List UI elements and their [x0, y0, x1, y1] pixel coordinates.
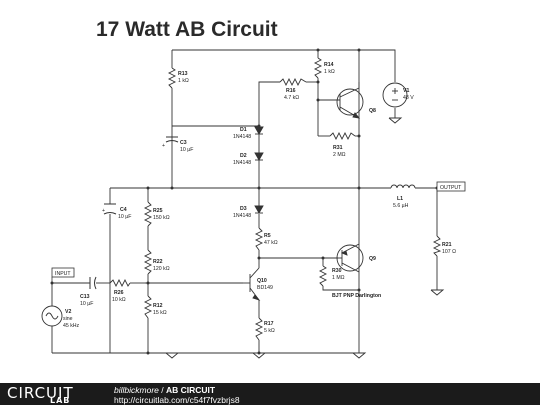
- c3-value: 10 µF: [180, 147, 193, 153]
- v2-freq: 45 kHz: [63, 323, 80, 329]
- r26-value: 10 kΩ: [112, 297, 126, 303]
- c13-value: 10 µF: [80, 301, 93, 307]
- d2-name: D2: [240, 153, 247, 159]
- v2-name: V2: [65, 309, 71, 315]
- c4-plus: +: [102, 208, 105, 214]
- c4-value: 10 µF: [118, 214, 131, 220]
- resistor-r21: [432, 235, 442, 257]
- d3-name: D3: [240, 206, 247, 212]
- r26-name: R26: [114, 290, 124, 296]
- c13-name: C13: [80, 294, 90, 300]
- output-tag-label: OUTPUT: [440, 185, 462, 191]
- capacitor-c3: [165, 136, 179, 143]
- c3-name: C3: [180, 140, 187, 146]
- resistor-r30: [318, 265, 328, 287]
- diode-d1: [254, 126, 264, 135]
- v1-name: V1: [403, 88, 409, 94]
- transistor-q10: [243, 267, 261, 312]
- resistor-r13: [167, 67, 177, 89]
- r22-value: 120 kΩ: [153, 266, 170, 272]
- r31-name: R31: [333, 145, 343, 151]
- footer-url[interactable]: http://circuitlab.com/c54f7fvzbrjs8: [114, 395, 240, 405]
- v1-value: 48 V: [403, 95, 414, 101]
- resistor-r26: [109, 278, 131, 288]
- r13-name: R13: [178, 71, 188, 77]
- wires: [51, 49, 438, 354]
- component-labels: R13 1 kΩ R14 1 kΩ R16 4.7 kΩ Q8 R31 2 MΩ…: [63, 62, 456, 334]
- r17-name: R17: [264, 321, 274, 327]
- r22-name: R22: [153, 259, 163, 265]
- r5-value: 47 kΩ: [264, 240, 278, 246]
- r17-value: 5 kΩ: [264, 328, 275, 334]
- footer-credit: billbickmore / AB CIRCUIT: [114, 385, 215, 395]
- capacitor-c4: [103, 203, 117, 215]
- voltage-source-v1: [382, 82, 408, 108]
- d3-value: 1N4148: [233, 213, 251, 219]
- c3-plus: +: [162, 143, 165, 149]
- diode-d3: [254, 205, 264, 214]
- l1-value: 5.6 µH: [393, 203, 409, 209]
- transistor-q8: [336, 82, 364, 119]
- r16-name: R16: [286, 88, 296, 94]
- circuitlab-logo: CIRCUIT: [7, 384, 74, 402]
- input-tag-label: INPUT: [55, 271, 71, 277]
- resistor-r22: [143, 249, 153, 275]
- d2-value: 1N4148: [233, 160, 251, 166]
- resistor-r31: [329, 131, 356, 141]
- footer-separator: /: [158, 385, 166, 395]
- capacitors: [89, 136, 179, 290]
- footer-project[interactable]: AB CIRCUIT: [165, 385, 216, 395]
- diode-d2: [254, 152, 264, 161]
- footer-author[interactable]: billbickmore: [114, 385, 159, 395]
- r12-value: 15 kΩ: [153, 310, 167, 316]
- circuitlab-logo-lab: LAB: [50, 396, 71, 405]
- resistors: [109, 57, 442, 341]
- input-tag: INPUT: [51, 267, 75, 283]
- r13-value: 1 kΩ: [178, 78, 189, 84]
- resistor-r17: [254, 317, 264, 341]
- footer-bar: CIRCUIT LAB billbickmore / AB CIRCUIT ht…: [0, 383, 540, 405]
- c4-name: C4: [120, 207, 127, 213]
- ground-symbols: [165, 108, 445, 359]
- q10-name: Q10: [257, 278, 267, 284]
- junction-dots: [50, 48, 439, 355]
- transistor-q9: [336, 243, 364, 273]
- r21-value: 107 Ω: [442, 249, 456, 255]
- q10-value: BD149: [257, 285, 273, 291]
- r30-value: 1 MΩ: [332, 275, 345, 281]
- resistor-r25: [143, 201, 153, 227]
- r14-value: 1 kΩ: [324, 69, 335, 75]
- v2-type: sine: [63, 316, 73, 322]
- page-title: 17 Watt AB Circuit: [96, 18, 278, 41]
- l1-name: L1: [397, 196, 403, 202]
- output-tag: OUTPUT: [436, 181, 466, 192]
- capacitor-c13: [89, 276, 97, 290]
- r30-name: R30: [332, 268, 342, 274]
- q9-label: Q9: [369, 256, 376, 262]
- r25-value: 150 kΩ: [153, 215, 170, 221]
- r31-value: 2 MΩ: [333, 152, 346, 158]
- d1-value: 1N4148: [233, 134, 251, 140]
- resistor-r14: [313, 57, 323, 79]
- resistor-r5: [254, 227, 264, 251]
- r16-value: 4.7 kΩ: [284, 95, 299, 101]
- r25-name: R25: [153, 208, 163, 214]
- r5-name: R5: [264, 233, 271, 239]
- r14-name: R14: [324, 62, 334, 68]
- q8-label: Q8: [369, 108, 376, 114]
- bjt-note: BJT PNP Darlington: [332, 293, 381, 299]
- inductor-l1: [390, 184, 416, 189]
- diodes: [254, 126, 264, 214]
- circuit-schematic: INPUT OUTPUT R13 1 kΩ R14 1 kΩ R16 4.7 k…: [41, 48, 466, 359]
- resistor-r16: [279, 77, 307, 87]
- voltage-source-v2: [41, 305, 63, 327]
- r12-name: R12: [153, 303, 163, 309]
- r21-name: R21: [442, 242, 452, 248]
- resistor-r12: [143, 295, 153, 319]
- d1-name: D1: [240, 127, 247, 133]
